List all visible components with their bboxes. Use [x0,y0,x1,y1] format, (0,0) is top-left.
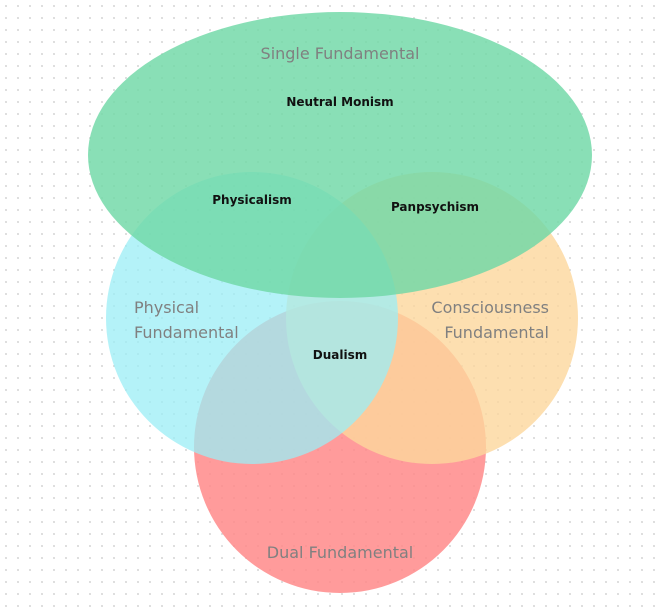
single-fundamental-label: Single Fundamental [261,44,420,63]
consciousness-fundamental-label-line1: Consciousness [431,298,549,317]
set-shapes [88,12,592,593]
region-labels: Neutral Monism Physicalism Panpsychism D… [212,95,479,362]
panpsychism-label: Panpsychism [391,200,479,214]
neutral-monism-label: Neutral Monism [286,95,393,109]
set-labels: Single Fundamental Physical Fundamental … [134,44,549,562]
consciousness-fundamental-label-line2: Fundamental [444,323,549,342]
single-fundamental-ellipse [88,12,592,298]
physical-fundamental-label-line2: Fundamental [134,323,239,342]
physical-fundamental-label-line1: Physical [134,298,199,317]
physicalism-label: Physicalism [212,193,292,207]
dual-fundamental-label: Dual Fundamental [267,543,413,562]
dualism-label: Dualism [313,348,367,362]
